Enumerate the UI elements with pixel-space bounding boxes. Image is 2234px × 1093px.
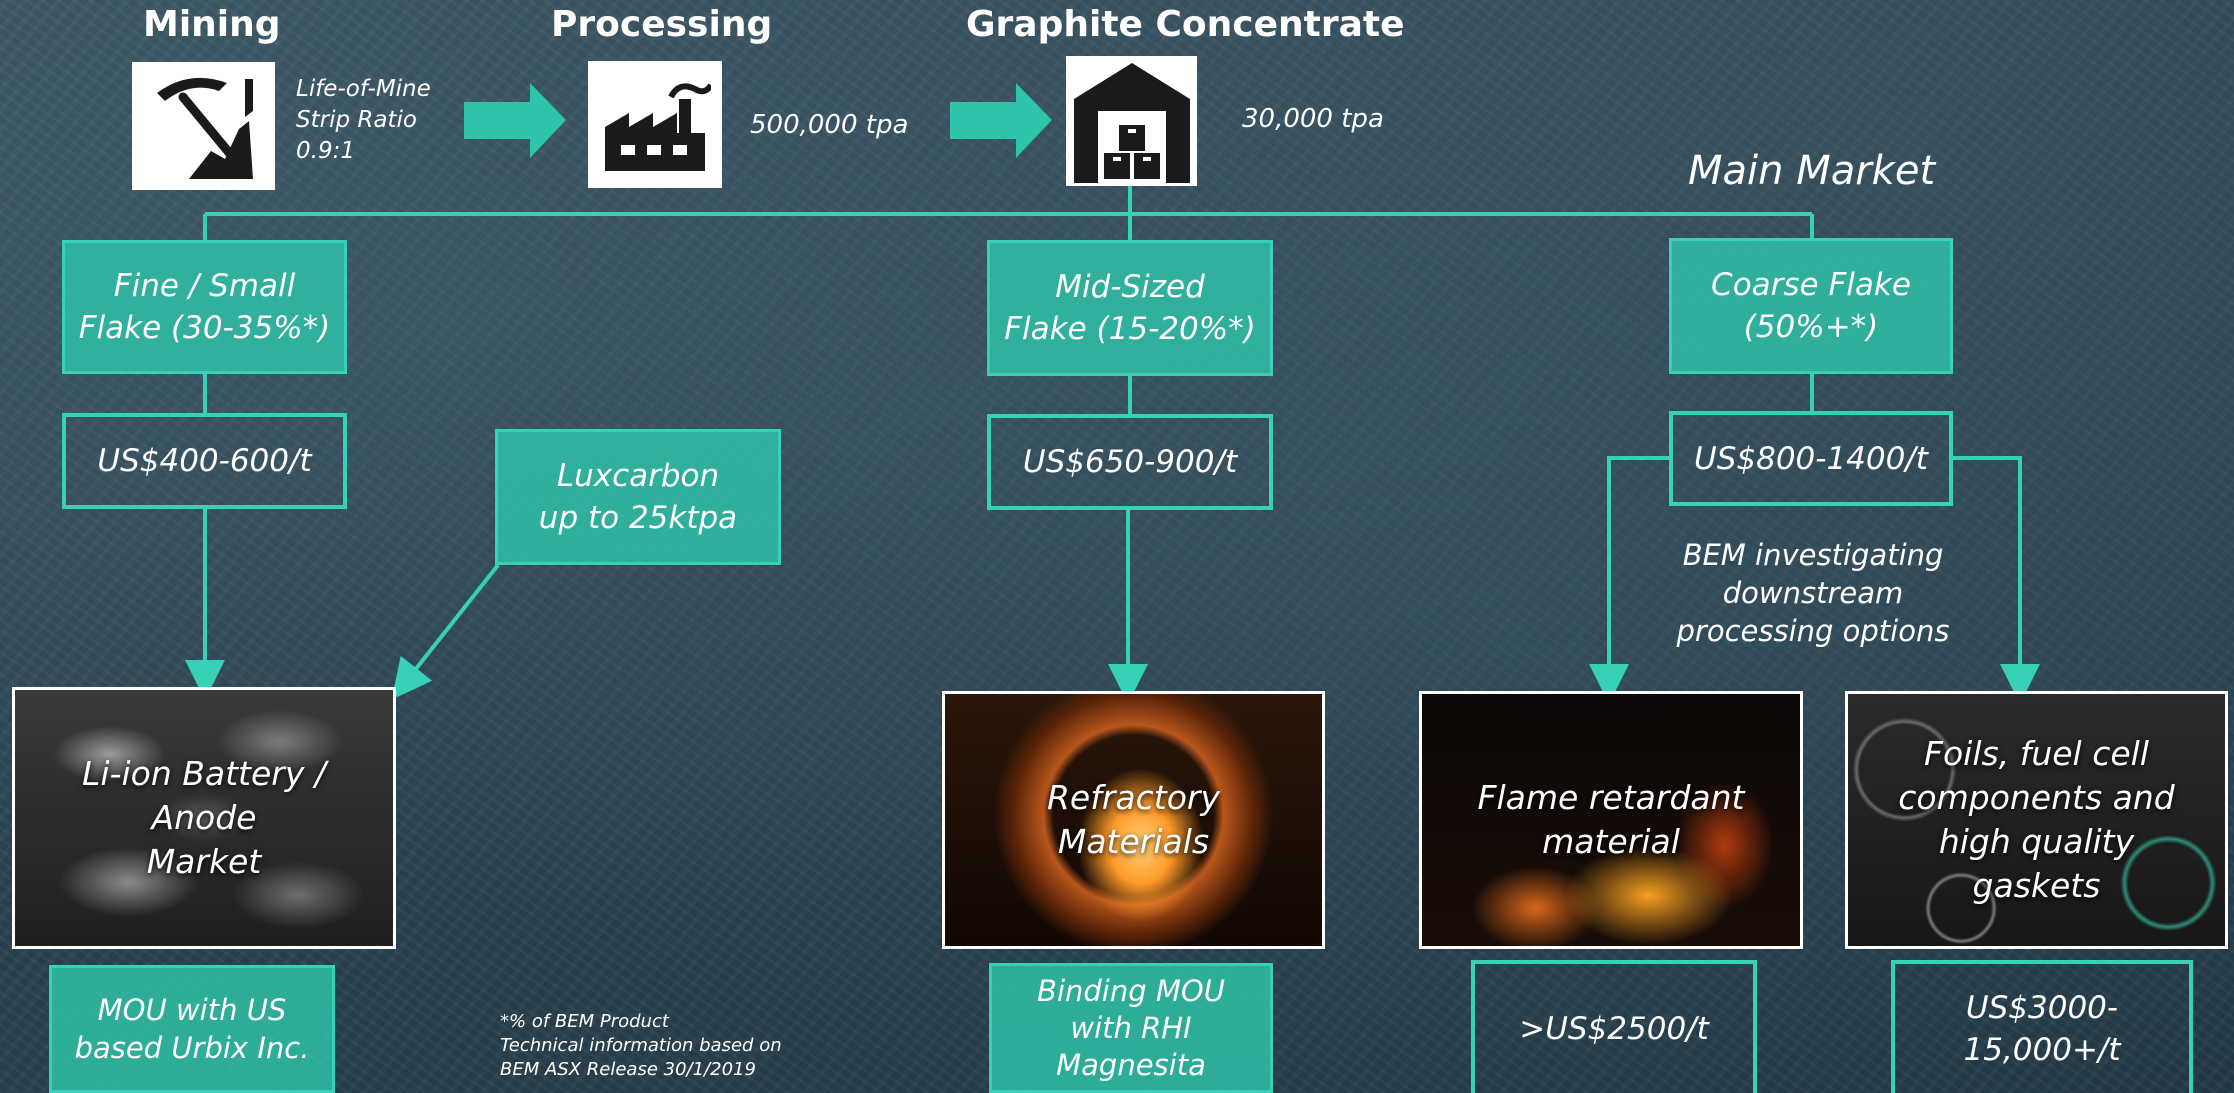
main-market-label: Main Market <box>1688 148 1936 194</box>
foils-market-line: components and <box>1898 778 2175 817</box>
footnote: *% of BEM Product Technical information … <box>500 1010 782 1082</box>
coarse-right-arrow <box>1953 456 2040 704</box>
rhi-mou-line: Magnesita <box>1056 1047 1206 1082</box>
strip-ratio-line: 0.9:1 <box>296 138 355 164</box>
footnote-line: Technical information based on <box>500 1035 782 1056</box>
coarse-price: US$800-1400/t <box>1694 440 1928 477</box>
stage-title-processing: Processing <box>551 4 773 45</box>
coarse-flake-line: Coarse Flake <box>1711 267 1911 303</box>
mid-price: US$650-900/t <box>1022 444 1238 480</box>
fine-flake-line: Fine / Small <box>113 268 296 304</box>
arrow-right-icon <box>464 83 566 158</box>
downstream-note: BEM investigating downstream processing … <box>1590 536 2036 650</box>
luxcarbon-line: Luxcarbon <box>556 458 720 494</box>
strip-ratio-line: Strip Ratio <box>296 107 417 133</box>
foils-market-line: gaskets <box>1972 866 2101 905</box>
flame-price: >US$2500/t <box>1519 1010 1709 1047</box>
mid-price-box: US$650-900/t <box>987 414 1273 510</box>
luxcarbon-line: up to 25ktpa <box>538 500 738 536</box>
processing-rate: 500,000 tpa <box>750 110 909 140</box>
flame-price-box: >US$2500/t <box>1471 960 1757 1093</box>
mid-flake-line: Flake (15-20%*) <box>1004 311 1256 347</box>
luxcarbon-box: Luxcarbon up to 25ktpa <box>495 429 781 565</box>
foils-market-line: high quality <box>1938 822 2135 861</box>
flame-market-line: material <box>1542 822 1680 861</box>
fine-price: US$400-600/t <box>97 443 312 479</box>
fine-price-box: US$400-600/t <box>62 413 347 509</box>
concentrate-rate: 30,000 tpa <box>1242 104 1384 134</box>
foils-price-line: 15,000+/t <box>1963 1031 2121 1068</box>
pickaxe-icon <box>132 62 275 190</box>
fine-flake-line: Flake (30-35%*) <box>78 310 331 346</box>
factory-icon <box>588 61 722 188</box>
battery-market-line: Market <box>146 842 262 881</box>
coarse-left-arrow <box>1589 456 1670 704</box>
battery-market-line: Li-ion Battery / Anode <box>82 754 326 837</box>
flame-market-line: Flame retardant <box>1477 778 1745 817</box>
urbix-mou-line: based Urbix Inc. <box>74 1031 310 1065</box>
coarse-flake-line: (50%+*) <box>1743 309 1879 345</box>
arrow-right-icon <box>950 83 1052 158</box>
foils-price-line: US$3000- <box>1965 989 2119 1026</box>
rhi-mou-line: with RHI <box>1070 1010 1192 1045</box>
mid-flake-line: Mid-Sized <box>1055 269 1205 305</box>
foils-price-box: US$3000- 15,000+/t <box>1891 960 2193 1093</box>
foils-market-line: Foils, fuel cell <box>1924 734 2149 773</box>
refractory-market-line: Refractory <box>1046 778 1220 817</box>
refractory-market-line: Materials <box>1057 822 1210 861</box>
stage-title-concentrate: Graphite Concentrate <box>966 4 1405 45</box>
strip-ratio-note: Life-of-Mine Strip Ratio 0.9:1 <box>296 74 431 167</box>
footnote-line: *% of BEM Product <box>500 1011 669 1032</box>
rhi-mou-line: Binding MOU <box>1037 973 1225 1008</box>
downstream-line: processing options <box>1676 614 1950 648</box>
coarse-price-box: US$800-1400/t <box>1669 411 1953 506</box>
footnote-line: BEM ASX Release 30/1/2019 <box>500 1059 756 1080</box>
strip-ratio-line: Life-of-Mine <box>296 76 431 102</box>
coarse-flake-box: Coarse Flake (50%+*) <box>1669 238 1953 374</box>
warehouse-icon <box>1066 56 1197 186</box>
urbix-mou-line: MOU with US <box>97 993 287 1027</box>
stage-title-mining: Mining <box>143 4 281 45</box>
downstream-line: BEM investigating downstream <box>1682 538 1944 610</box>
foils-market-box: Foils, fuel cell components and high quali… <box>1845 691 2228 949</box>
urbix-mou-box: MOU with US based Urbix Inc. <box>49 965 335 1093</box>
luxcarbon-arrow <box>391 563 500 700</box>
flame-market-box: Flame retardant material <box>1419 691 1803 949</box>
